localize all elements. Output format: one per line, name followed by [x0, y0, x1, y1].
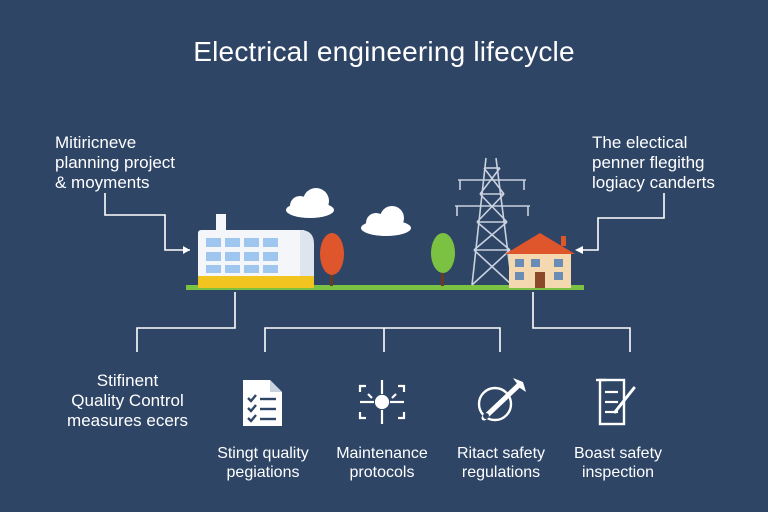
connector-lines: [104, 193, 665, 352]
left-arrowhead: [183, 246, 190, 254]
right-callout-line: penner flegithg: [592, 153, 705, 172]
cloud-icon: [286, 188, 334, 218]
right-arrowhead: [575, 246, 583, 254]
house-down-connector: [532, 292, 631, 352]
items-bracket-connector: [264, 327, 501, 352]
item-label-line: Boast safety: [573, 445, 663, 462]
right-callout-line: The electical: [592, 133, 688, 152]
ground-strip: [186, 285, 584, 290]
item-label: Boast safety inspection: [548, 444, 688, 482]
item-label: Ritact safety regulations: [431, 444, 571, 482]
maintenance-gear-icon: [358, 380, 406, 424]
item-label-line: Maintenance: [336, 445, 428, 462]
right-callout-text: The electical penner flegithg logiacy ca…: [592, 133, 715, 193]
item-label-line: Ritact safety: [456, 445, 546, 462]
left-callout-line: planning project: [55, 153, 176, 172]
item-label-line: Stingt quality: [217, 445, 309, 462]
item-label: Stingt quality pegiations: [193, 444, 333, 482]
left-callout-line: Mitiricneve: [55, 133, 137, 152]
left-connector-line: [104, 193, 190, 251]
bottom-left-callout-line: Quality Control: [71, 391, 184, 410]
factory-icon: [198, 214, 314, 288]
bottom-left-callout-line: measures ecers: [67, 411, 188, 430]
left-callout-text: Mitiricneve planning project & moyments: [55, 133, 175, 193]
cloud-icon: [361, 206, 411, 236]
item-label: Maintenance protocols: [312, 444, 452, 482]
bottom-left-callout-line: Stifinent: [96, 371, 159, 390]
factory-down-connector: [136, 292, 236, 352]
safety-wrench-icon: [477, 378, 526, 422]
item-label-line: protocols: [349, 464, 415, 481]
tree-icon: [320, 233, 344, 286]
checklist-document-icon: [243, 380, 282, 426]
item-label-line: regulations: [461, 464, 541, 481]
right-callout-line: logiacy canderts: [592, 173, 715, 192]
house-icon: [505, 233, 575, 288]
inspection-checklist-icon: [596, 378, 636, 426]
item-label-line: inspection: [581, 464, 655, 481]
right-connector-line: [580, 193, 665, 251]
bottom-left-callout-text: Stifinent Quality Control measures ecers: [60, 371, 195, 431]
diagram-title: Electrical engineering lifecycle: [193, 36, 575, 67]
left-callout-line: & moyments: [55, 173, 150, 192]
item-label-line: pegiations: [226, 464, 300, 481]
tree-icon: [431, 233, 455, 286]
